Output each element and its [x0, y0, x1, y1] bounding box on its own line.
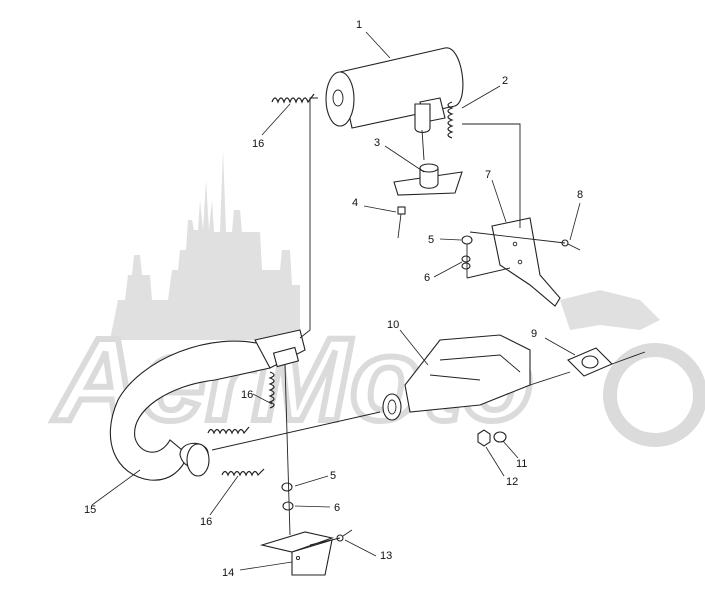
callout-5-lower: 5: [330, 470, 336, 482]
callout-13: 13: [380, 550, 392, 562]
watermark-skyline-icon: [110, 150, 300, 340]
part-16-spring-mid: [207, 426, 250, 435]
part-16-spring-bottom: [221, 468, 265, 477]
callout-15: 15: [84, 504, 96, 516]
part-1-muffler: [325, 47, 464, 161]
watermark-motorcycle-icon: [560, 290, 660, 330]
part-10-manifold: [382, 334, 531, 421]
callout-1: 1: [356, 19, 362, 31]
callout-11: 11: [516, 458, 527, 470]
assembly-lines: [211, 97, 646, 546]
callout-6-lower: 6: [334, 502, 340, 514]
part-15-y-pipe: [109, 329, 306, 481]
part-12-nut: [477, 429, 491, 447]
callout-16-mid: 16: [241, 389, 253, 401]
part-16-spring-mid-vertical: [268, 371, 275, 409]
watermark-wheel-icon: [603, 343, 705, 447]
part-3-flange: [393, 163, 463, 196]
callout-10: 10: [387, 319, 399, 331]
part-6-washer-upper: [461, 255, 471, 270]
callout-16-top: 16: [252, 138, 264, 150]
part-5-cap-lower: [281, 482, 293, 492]
callout-8: 8: [577, 189, 583, 201]
part-6-washer-lower: [282, 501, 294, 511]
part-2-spring: [447, 101, 454, 139]
callout-14: 14: [222, 567, 234, 579]
callout-3: 3: [374, 137, 380, 149]
part-9-gasket: [567, 347, 613, 377]
callout-16-bottom: 16: [200, 516, 212, 528]
part-5-cap-upper: [461, 235, 473, 245]
callout-6-upper: 6: [424, 272, 430, 284]
part-14-lower-bracket: [259, 531, 335, 576]
part-4-bolt: [397, 206, 406, 239]
callout-12: 12: [506, 476, 518, 488]
part-7-bracket: [491, 217, 561, 307]
callout-9: 9: [531, 328, 537, 340]
part-8-screw: [561, 239, 581, 251]
part-13-screw: [336, 529, 353, 542]
callout-5-upper: 5: [428, 234, 434, 246]
part-11-washer: [493, 431, 507, 443]
callout-2: 2: [502, 75, 508, 87]
callout-4: 4: [352, 197, 358, 209]
leader-lines: [91, 31, 581, 571]
part-16-spring-top: [271, 93, 315, 104]
callouts: 1 2 3 4 5 6 7 8 9 10 11 12 13 14 15 16 1…: [84, 19, 583, 579]
callout-7: 7: [485, 169, 491, 181]
